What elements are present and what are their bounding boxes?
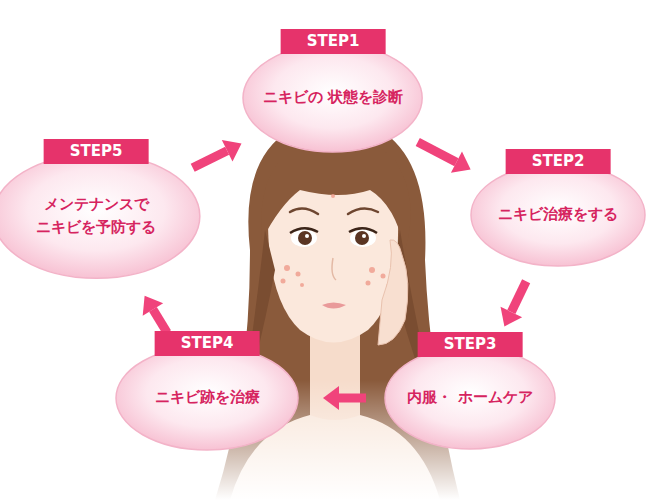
flow-arrow — [143, 296, 167, 333]
flow-arrow — [501, 281, 527, 326]
arrow-head — [323, 386, 339, 410]
ellipse-outline — [0, 153, 200, 279]
step-label: STEP1 — [281, 29, 386, 54]
arrow-head — [501, 307, 523, 327]
step-label: STEP3 — [418, 332, 523, 357]
step-label: STEP2 — [506, 149, 611, 174]
arrow-shaft — [511, 281, 526, 312]
arrow-shaft — [339, 394, 366, 403]
arrow-shaft — [193, 151, 227, 168]
step-ellipse: STEP2ニキビ治療をする — [470, 163, 646, 267]
flow-arrow — [418, 142, 471, 173]
ellipse-content: ニキビ跡を治療 — [115, 345, 299, 451]
flow-arrow — [193, 140, 242, 168]
arrow-shaft — [418, 142, 457, 162]
ellipse-content: 内服・ ホームケア — [384, 346, 556, 450]
step-label: STEP4 — [155, 331, 260, 356]
arrow-shaft — [153, 309, 167, 332]
step-ellipse: STEP4ニキビ跡を治療 — [115, 345, 299, 451]
flow-arrow — [323, 386, 366, 410]
step-text: 内服・ ホームケア — [407, 386, 532, 409]
step-label: STEP5 — [44, 139, 149, 164]
step-text: ニキビ跡を治療 — [155, 386, 260, 409]
step-ellipse: STEP5メンテナンスで ニキビを予防する — [0, 153, 200, 279]
step-text: ニキビの 状態を診断 — [263, 86, 403, 109]
ellipse-content: ニキビ治療をする — [470, 163, 646, 267]
step-text: メンテナンスで ニキビを予防する — [21, 193, 171, 240]
step-ellipse: STEP1ニキビの 状態を診断 — [242, 43, 423, 153]
arrow-head — [222, 140, 242, 161]
ellipse-content: メンテナンスで ニキビを予防する — [0, 153, 200, 279]
step-ellipse: STEP3内服・ ホームケア — [384, 346, 556, 450]
arrow-head — [143, 296, 163, 316]
arrow-head — [451, 152, 471, 173]
step-text: ニキビ治療をする — [498, 203, 618, 226]
ellipse-content: ニキビの 状態を診断 — [242, 43, 423, 153]
